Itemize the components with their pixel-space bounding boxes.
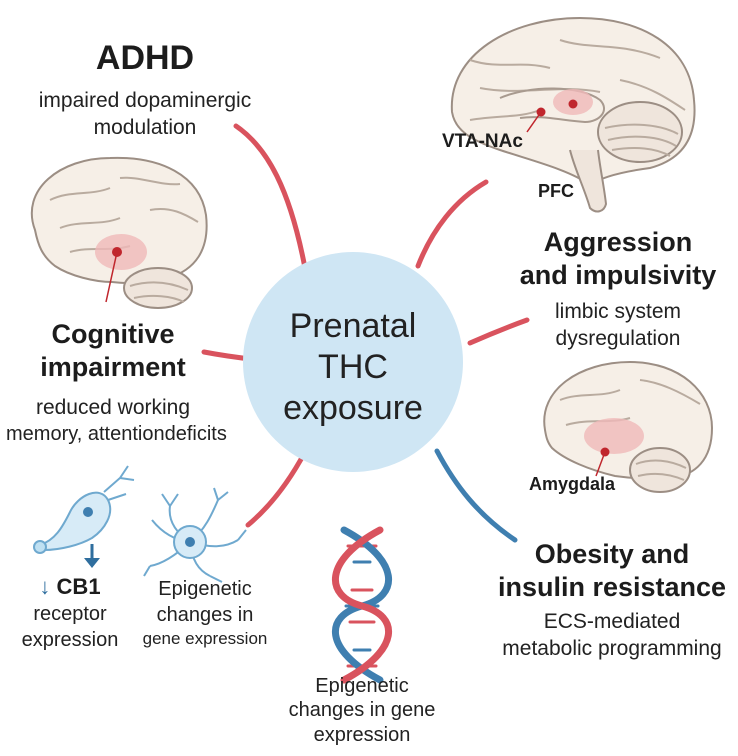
- vta-nac-label: VTA-NAc: [442, 131, 523, 152]
- dna-helix-icon: [332, 526, 392, 684]
- connector-adhd: [233, 123, 308, 271]
- epigenetic-dna-line: Epigenetic: [315, 675, 409, 697]
- connector-vta: [415, 179, 489, 269]
- obesity-desc-line: ECS-mediated: [543, 609, 681, 633]
- cognitive-title-line: Cognitive: [51, 319, 175, 349]
- adhd-desc-line: impaired dopaminergic: [38, 88, 252, 112]
- adhd-block: ADHD impaired dopaminergic modulation: [10, 38, 280, 141]
- connector-obesity: [434, 448, 518, 543]
- center-line: exposure: [283, 388, 423, 427]
- cb1-line: expression: [21, 628, 119, 651]
- down-arrow-icon: [84, 544, 100, 568]
- cb1-line: receptor: [33, 602, 107, 625]
- epigenetic-small-line: Epigenetic: [158, 578, 252, 600]
- center-line: Prenatal: [289, 307, 417, 345]
- obesity-title-line: insulin resistance: [497, 571, 727, 602]
- epigenetic-dna-line: changes in gene: [288, 699, 436, 722]
- connectors: [201, 123, 530, 543]
- connector-epigenetic: [245, 449, 308, 528]
- adhd-title: ADHD: [95, 39, 195, 77]
- epigenetic-dna-block: Epigenetic changes in gene expression: [272, 674, 452, 747]
- pfc-label: PFC: [538, 181, 574, 201]
- brain-sagittal-icon: [450, 16, 696, 213]
- aggression-title-line: and impulsivity: [519, 259, 717, 290]
- cognitive-title-line: impairment: [40, 351, 186, 382]
- cognitive-desc-line: reduced working: [35, 395, 191, 419]
- brain-amygdala-icon: [543, 360, 714, 493]
- obesity-desc-line: metabolic programming: [502, 637, 722, 661]
- neuron-cb1-icon: [33, 465, 135, 554]
- amygdala-label: Amygdala: [529, 474, 616, 494]
- obesity-title-line: Obesity and: [534, 539, 690, 569]
- epigenetic-dna-line: expression: [313, 723, 411, 746]
- center-title: Prenatal THC exposure: [253, 306, 453, 428]
- brain-lateral-icon: [30, 156, 208, 309]
- adhd-desc-line: modulation: [93, 116, 197, 140]
- aggression-desc-line: limbic system: [554, 299, 681, 323]
- aggression-desc-line: dysregulation: [555, 327, 681, 351]
- obesity-block: Obesity and insulin resistance ECS-media…: [488, 538, 736, 662]
- aggression-title-line: Aggression: [543, 227, 693, 257]
- cb1-title-row: ↓ CB1: [2, 574, 138, 601]
- cb1-block: ↓ CB1 receptor expression: [2, 574, 138, 653]
- epigenetic-small-line: gene expression: [142, 629, 268, 648]
- cb1-title: CB1: [56, 574, 101, 599]
- center-circle: [243, 252, 463, 472]
- epigenetic-small-line: changes in: [156, 604, 254, 626]
- down-arrow-glyph: ↓: [39, 574, 51, 599]
- cognitive-block: Cognitive impairment reduced working mem…: [6, 318, 227, 447]
- cognitive-desc-line: memory, attentiondeficits: [6, 423, 227, 446]
- neuron-epigenetic-icon: [143, 487, 247, 583]
- aggression-block: Aggression and impulsivity limbic system…: [502, 226, 734, 352]
- center-line: THC: [318, 347, 388, 386]
- connector-aggression: [467, 317, 530, 346]
- epigenetic-small-block: Epigenetic changes in gene expression: [130, 576, 280, 650]
